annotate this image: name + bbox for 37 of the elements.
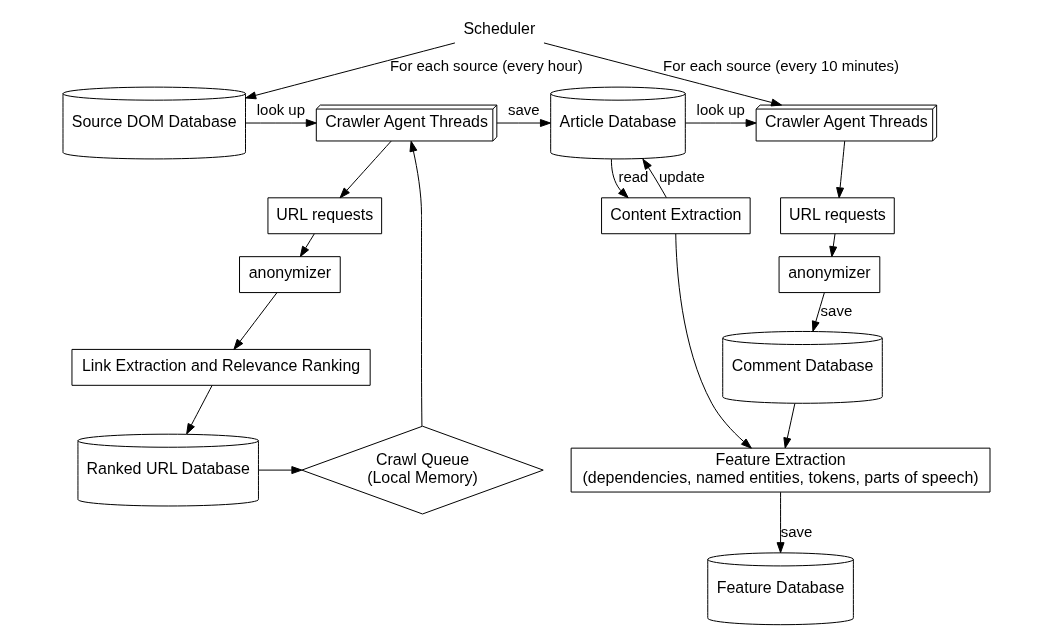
arrow [811, 292, 825, 332]
arrow [684, 119, 757, 127]
node-box: Link Extraction and Relevance Ranking [70, 348, 371, 386]
arrow [495, 119, 551, 127]
arrow [244, 119, 317, 127]
arrow [610, 158, 629, 199]
arrow [641, 158, 667, 198]
arrow [185, 384, 213, 435]
arrow [835, 140, 845, 199]
edge-label: save [780, 522, 812, 540]
edge-label: read [618, 167, 648, 185]
arrow [339, 140, 392, 199]
node-diamond: Crawl Queue (Local Memory) [300, 425, 544, 515]
arrow [232, 292, 277, 350]
node-text: Scheduler [462, 20, 535, 38]
arrow [782, 402, 795, 449]
arrow [299, 233, 315, 258]
node-box: URL requests [266, 197, 382, 235]
arrow [244, 42, 455, 100]
edge-label: For each source (every hour) [389, 57, 583, 75]
arrow [257, 466, 302, 475]
node-box: URL requests [779, 197, 895, 235]
arrow [409, 140, 422, 427]
arrow [674, 233, 752, 449]
edge-label: update [658, 167, 705, 185]
edge-label: For each source (every 10 minutes) [662, 57, 899, 75]
edge-label: look up [696, 101, 745, 119]
edge-label: save [820, 301, 852, 319]
node-box: anonymizer [238, 256, 341, 294]
arrow [828, 233, 837, 258]
edge-label: save [507, 101, 540, 119]
node-box: Content Extraction [600, 197, 751, 235]
node-box: anonymizer [778, 256, 880, 294]
node-box: Feature Extraction (dependencies, named entities, tokens, parts of speech) [570, 447, 990, 493]
edge-label: look up [256, 101, 305, 119]
arrow [543, 42, 782, 107]
arrow [776, 491, 785, 554]
